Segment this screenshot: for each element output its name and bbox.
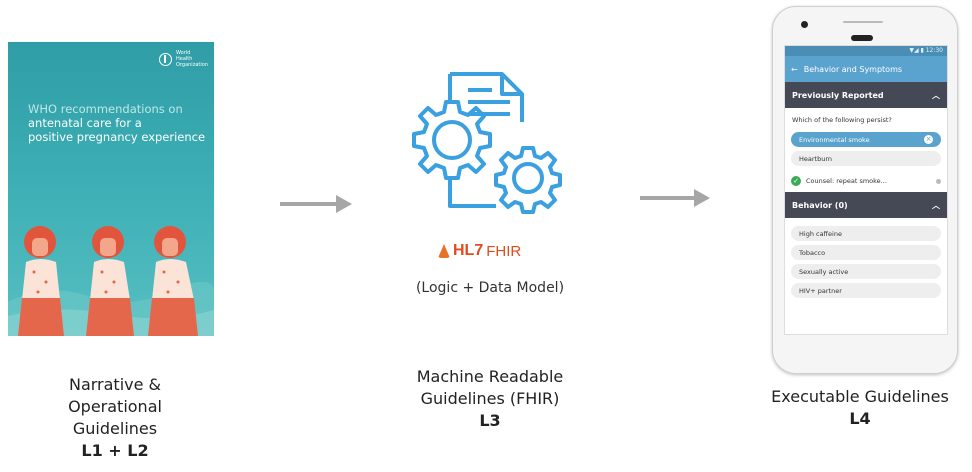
info-dot-icon <box>936 178 941 184</box>
cover-title-line2: antenatal care for a <box>28 116 142 130</box>
chip-heartburn[interactable]: Heartburn <box>791 151 941 166</box>
hl7-logo-text: HL7 <box>453 242 484 259</box>
chip-environmental-smoke[interactable]: Environmental smoke × <box>791 132 941 147</box>
chip-label: Tobacco <box>799 248 826 257</box>
chip-label: Environmental smoke <box>799 135 870 144</box>
camera-icon <box>801 21 808 28</box>
phone-speaker <box>851 35 873 41</box>
app-bar: ← Behavior and Symptoms <box>785 56 947 82</box>
who-guideline-cover: World Health Organization WHO recommenda… <box>8 42 214 336</box>
fhir-subtitle: (Logic + Data Model) <box>415 280 565 296</box>
caption-line: Operational <box>68 397 162 416</box>
chip-label: Sexually active <box>799 267 849 276</box>
chevron-up-icon: ︿ <box>932 90 940 100</box>
caption-narrative-guidelines: Narrative & Operational Guidelines L1 + … <box>30 374 200 462</box>
chevron-up-icon: ︿ <box>932 200 940 210</box>
caption-line: Machine Readable <box>416 367 564 386</box>
flame-icon <box>438 244 450 258</box>
level-label: L4 <box>849 409 871 428</box>
chip-label: High caffeine <box>799 229 842 238</box>
woman-figure-2 <box>86 226 134 336</box>
smartphone-mockup: ▼◢ ▮ 12:30 ← Behavior and Symptoms Previ… <box>772 6 958 374</box>
cover-title-line3: positive pregnancy experience <box>28 130 206 144</box>
section-previously-reported[interactable]: Previously Reported ︿ <box>785 82 947 108</box>
app-title: Behavior and Symptoms <box>803 64 903 74</box>
woman-figure-3 <box>148 226 198 336</box>
question-text: Which of the following persist? <box>792 116 892 124</box>
chip-label: HIV+ partner <box>799 286 842 295</box>
section-title: Behavior (0) <box>792 200 848 210</box>
caption-executable-guidelines: Executable Guidelines L4 <box>752 386 968 430</box>
check-icon: ✓ <box>791 176 801 186</box>
caption-line: Guidelines (FHIR) <box>420 389 560 408</box>
level-label: L1 + L2 <box>81 441 149 460</box>
chip-sexually-active[interactable]: Sexually active <box>791 264 941 279</box>
status-bar: ▼◢ ▮ 12:30 <box>785 46 947 56</box>
who-logo: World Health Organization <box>159 50 208 68</box>
phone-screen: ▼◢ ▮ 12:30 ← Behavior and Symptoms Previ… <box>784 45 948 335</box>
section-behavior[interactable]: Behavior (0) ︿ <box>785 192 947 218</box>
hl7-fhir-logo: HL7 FHIR <box>438 242 521 260</box>
caption-line: Guidelines <box>72 419 158 438</box>
counsel-label: Counsel: repeat smoke... <box>806 177 887 185</box>
phone-earpiece <box>843 21 883 23</box>
level-label: L3 <box>479 411 501 430</box>
arrow-right-icon <box>640 189 710 207</box>
caption-machine-readable: Machine Readable Guidelines (FHIR) L3 <box>385 366 595 432</box>
who-org-name: World Health Organization <box>176 50 208 68</box>
who-globe-icon <box>159 52 172 66</box>
chip-label: Heartburn <box>799 154 833 163</box>
pregnant-women-illustration <box>8 226 214 336</box>
chip-high-caffeine[interactable]: High caffeine <box>791 226 941 241</box>
section-title: Previously Reported <box>792 90 884 100</box>
cover-title: WHO recommendations on antenatal care fo… <box>28 102 208 144</box>
chip-tobacco[interactable]: Tobacco <box>791 245 941 260</box>
cover-title-line1: WHO recommendations on <box>28 102 183 116</box>
close-icon[interactable]: × <box>924 135 933 144</box>
back-arrow-icon[interactable]: ← <box>791 64 798 74</box>
caption-line: Narrative & <box>68 375 162 394</box>
document-gears-icon <box>412 72 562 214</box>
counsel-row[interactable]: ✓ Counsel: repeat smoke... <box>791 176 941 186</box>
caption-line: Executable Guidelines <box>771 387 949 406</box>
arrow-right-icon <box>280 195 352 213</box>
woman-figure-1 <box>18 226 64 336</box>
fhir-logo-text: FHIR <box>486 242 522 260</box>
chip-hiv-partner[interactable]: HIV+ partner <box>791 283 941 298</box>
